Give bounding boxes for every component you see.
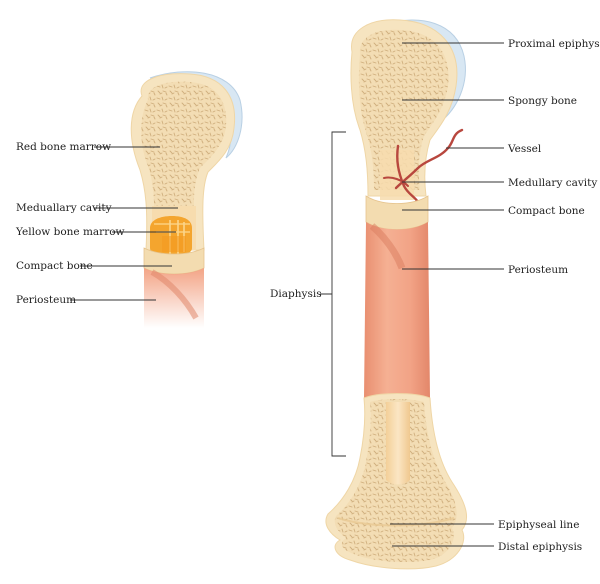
label-compact-bone-left: Compact bone bbox=[16, 260, 93, 272]
label-vessel: Vessel bbox=[507, 143, 542, 155]
right-vessel bbox=[394, 128, 464, 204]
left-periosteum bbox=[144, 268, 204, 328]
label-yellow-bone-marrow: Yellow bone marrow bbox=[15, 226, 125, 238]
label-compact-bone-right: Compact bone bbox=[508, 205, 585, 217]
label-periosteum-left: Periosteum bbox=[16, 294, 76, 306]
label-periosteum-right: Periosteum bbox=[508, 264, 568, 276]
label-diaphysis: Diaphysis bbox=[270, 288, 322, 300]
label-medullary-cavity: Medullary cavity bbox=[508, 177, 597, 189]
label-red-bone-marrow: Red bone marrow bbox=[16, 141, 111, 153]
right-lower-canal bbox=[386, 402, 410, 485]
diaphysis-bracket bbox=[320, 131, 346, 457]
right-bone-figure bbox=[325, 19, 468, 570]
right-epiphyseal-line bbox=[337, 517, 455, 527]
left-spongy-head bbox=[141, 81, 227, 206]
left-yellow-marrow bbox=[150, 216, 192, 256]
left-bone-figure bbox=[130, 71, 243, 328]
label-epiphyseal-line: Epiphyseal line bbox=[498, 519, 579, 531]
label-spongy-bone: Spongy bone bbox=[508, 95, 577, 107]
label-proximal-epiphysis: Proximal epiphysis bbox=[508, 38, 600, 50]
left-labels: Red bone marrow Meduallary cavity Yellow… bbox=[15, 141, 178, 306]
label-meduallary-cavity: Meduallary cavity bbox=[16, 202, 112, 214]
label-distal-epiphysis: Distal epiphysis bbox=[498, 541, 582, 553]
right-shaft-periosteum bbox=[364, 222, 430, 398]
right-labels: Proximal epiphysis Spongy bone Vessel Me… bbox=[270, 38, 600, 553]
right-spongy-head bbox=[358, 29, 449, 191]
